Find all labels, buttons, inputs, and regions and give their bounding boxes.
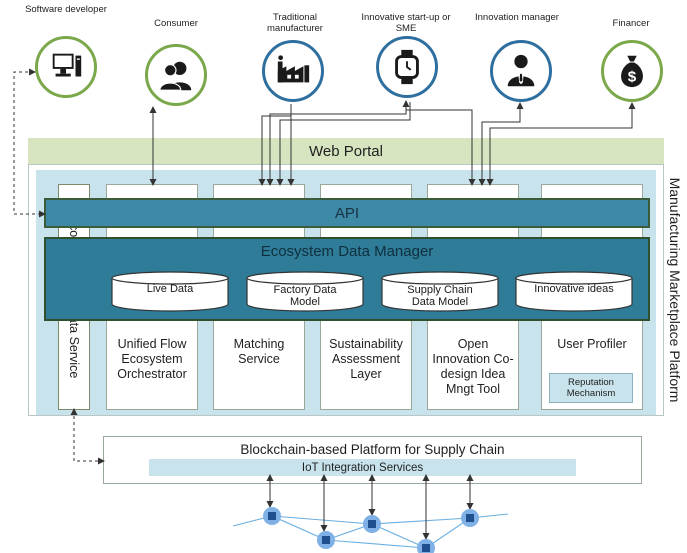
svg-text:$: $ [628, 68, 637, 85]
iot-nodes [263, 507, 479, 553]
blockchain-label: Blockchain-based Platform for Supply Cha… [240, 442, 505, 457]
api-band: API [44, 198, 650, 228]
platform-side-label: Manufacturing Marketplace Platform [664, 164, 686, 416]
database-icon [515, 271, 633, 312]
actor-label-consumer: Consumer [154, 18, 198, 29]
database-icon [111, 271, 229, 312]
network-link [232, 513, 509, 549]
chip-icon [363, 515, 381, 533]
iot-label: IoT Integration Services [301, 461, 424, 474]
service-label: Unified Flow Ecosystem Orchestrator [117, 337, 187, 381]
reputation-label: Reputation Mechanism [566, 377, 616, 399]
iot-network [232, 513, 509, 549]
actor-label-traditional-manufacturer: Traditional manufacturer [267, 12, 323, 34]
actor-label-financer: Financer [612, 18, 650, 29]
computer-icon [35, 36, 97, 98]
factory-icon [262, 40, 324, 102]
web-portal-label: Web Portal [309, 142, 383, 160]
database-icon [246, 271, 364, 312]
chip-icon [317, 531, 335, 549]
db-live-data: Live Data [111, 271, 229, 312]
actor-label-innovative-startup: Innovative start-up or SME [361, 12, 451, 34]
service-label: Open Innovation Co-design Idea Mngt Tool [432, 337, 514, 396]
iot-arrows [266, 474, 474, 540]
network-link [271, 515, 373, 525]
platform-label: Manufacturing Marketplace Platform [667, 177, 683, 403]
api-label: API [334, 204, 360, 222]
dashed-connector [70, 408, 105, 465]
db-label: Innovative ideas [534, 283, 614, 295]
network-link [325, 539, 427, 549]
data-manager-title: Ecosystem Data Manager [260, 243, 434, 260]
businessman-icon [490, 40, 552, 102]
network-link [371, 517, 471, 525]
actor-label-innovation-manager: Innovation manager [475, 12, 559, 23]
web-portal-band: Web Portal [28, 138, 664, 164]
db-factory-data-model: Factory Data Model [246, 271, 364, 312]
money-bag-icon: $ [601, 40, 663, 102]
database-icon [381, 271, 499, 312]
db-label: Live Data [146, 283, 194, 295]
reputation-mechanism-box: Reputation Mechanism [549, 373, 633, 403]
db-label: Factory Data Model [273, 284, 337, 308]
chip-icon [461, 509, 479, 527]
iot-integration-band: IoT Integration Services [149, 459, 576, 476]
people-icon [145, 44, 207, 106]
service-label: User Profiler [557, 337, 627, 351]
service-label: Sustainability Assessment Layer [329, 337, 403, 381]
chip-icon [417, 539, 435, 553]
smartwatch-icon [376, 36, 438, 98]
db-label: Supply Chain Data Model [407, 284, 473, 308]
chip-icon [263, 507, 281, 525]
db-supply-chain-data-model: Supply Chain Data Model [381, 271, 499, 312]
actor-label-software-developer: Software developer [25, 4, 107, 15]
service-label: Matching Service [233, 337, 285, 366]
db-innovative-ideas: Innovative ideas [515, 271, 633, 312]
